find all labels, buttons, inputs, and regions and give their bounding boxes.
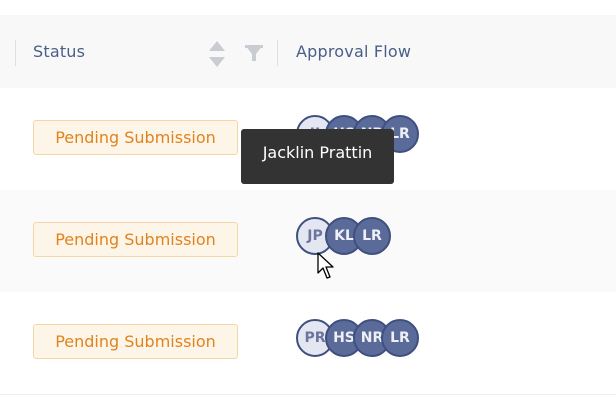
avatar[interactable]: LR — [353, 217, 391, 255]
approval-flow-column-header[interactable]: Approval Flow — [296, 42, 412, 61]
avatar-tooltip: Jacklin Prattin — [241, 129, 394, 185]
table-row[interactable]: Pending Submission JP KL LR — [0, 190, 616, 293]
status-column-header[interactable]: Status — [33, 42, 86, 61]
mouse-cursor-icon — [317, 252, 334, 279]
sort-icon[interactable] — [207, 39, 227, 69]
status-badge: Pending Submission — [33, 222, 238, 257]
approvals-table: Status Approval Flow Pending Submission … — [0, 15, 616, 395]
column-divider[interactable] — [15, 40, 16, 66]
table-row[interactable]: Pending Submission PR HS NR LR — [0, 292, 616, 395]
avatar[interactable]: LR — [381, 319, 419, 357]
status-badge: Pending Submission — [33, 324, 238, 359]
filter-icon[interactable] — [244, 43, 264, 63]
status-badge: Pending Submission — [33, 120, 238, 155]
tooltip-arrow — [308, 175, 328, 184]
table-header: Status Approval Flow — [0, 15, 616, 89]
tooltip-text: Jacklin Prattin — [241, 129, 394, 184]
column-divider[interactable] — [277, 40, 278, 66]
